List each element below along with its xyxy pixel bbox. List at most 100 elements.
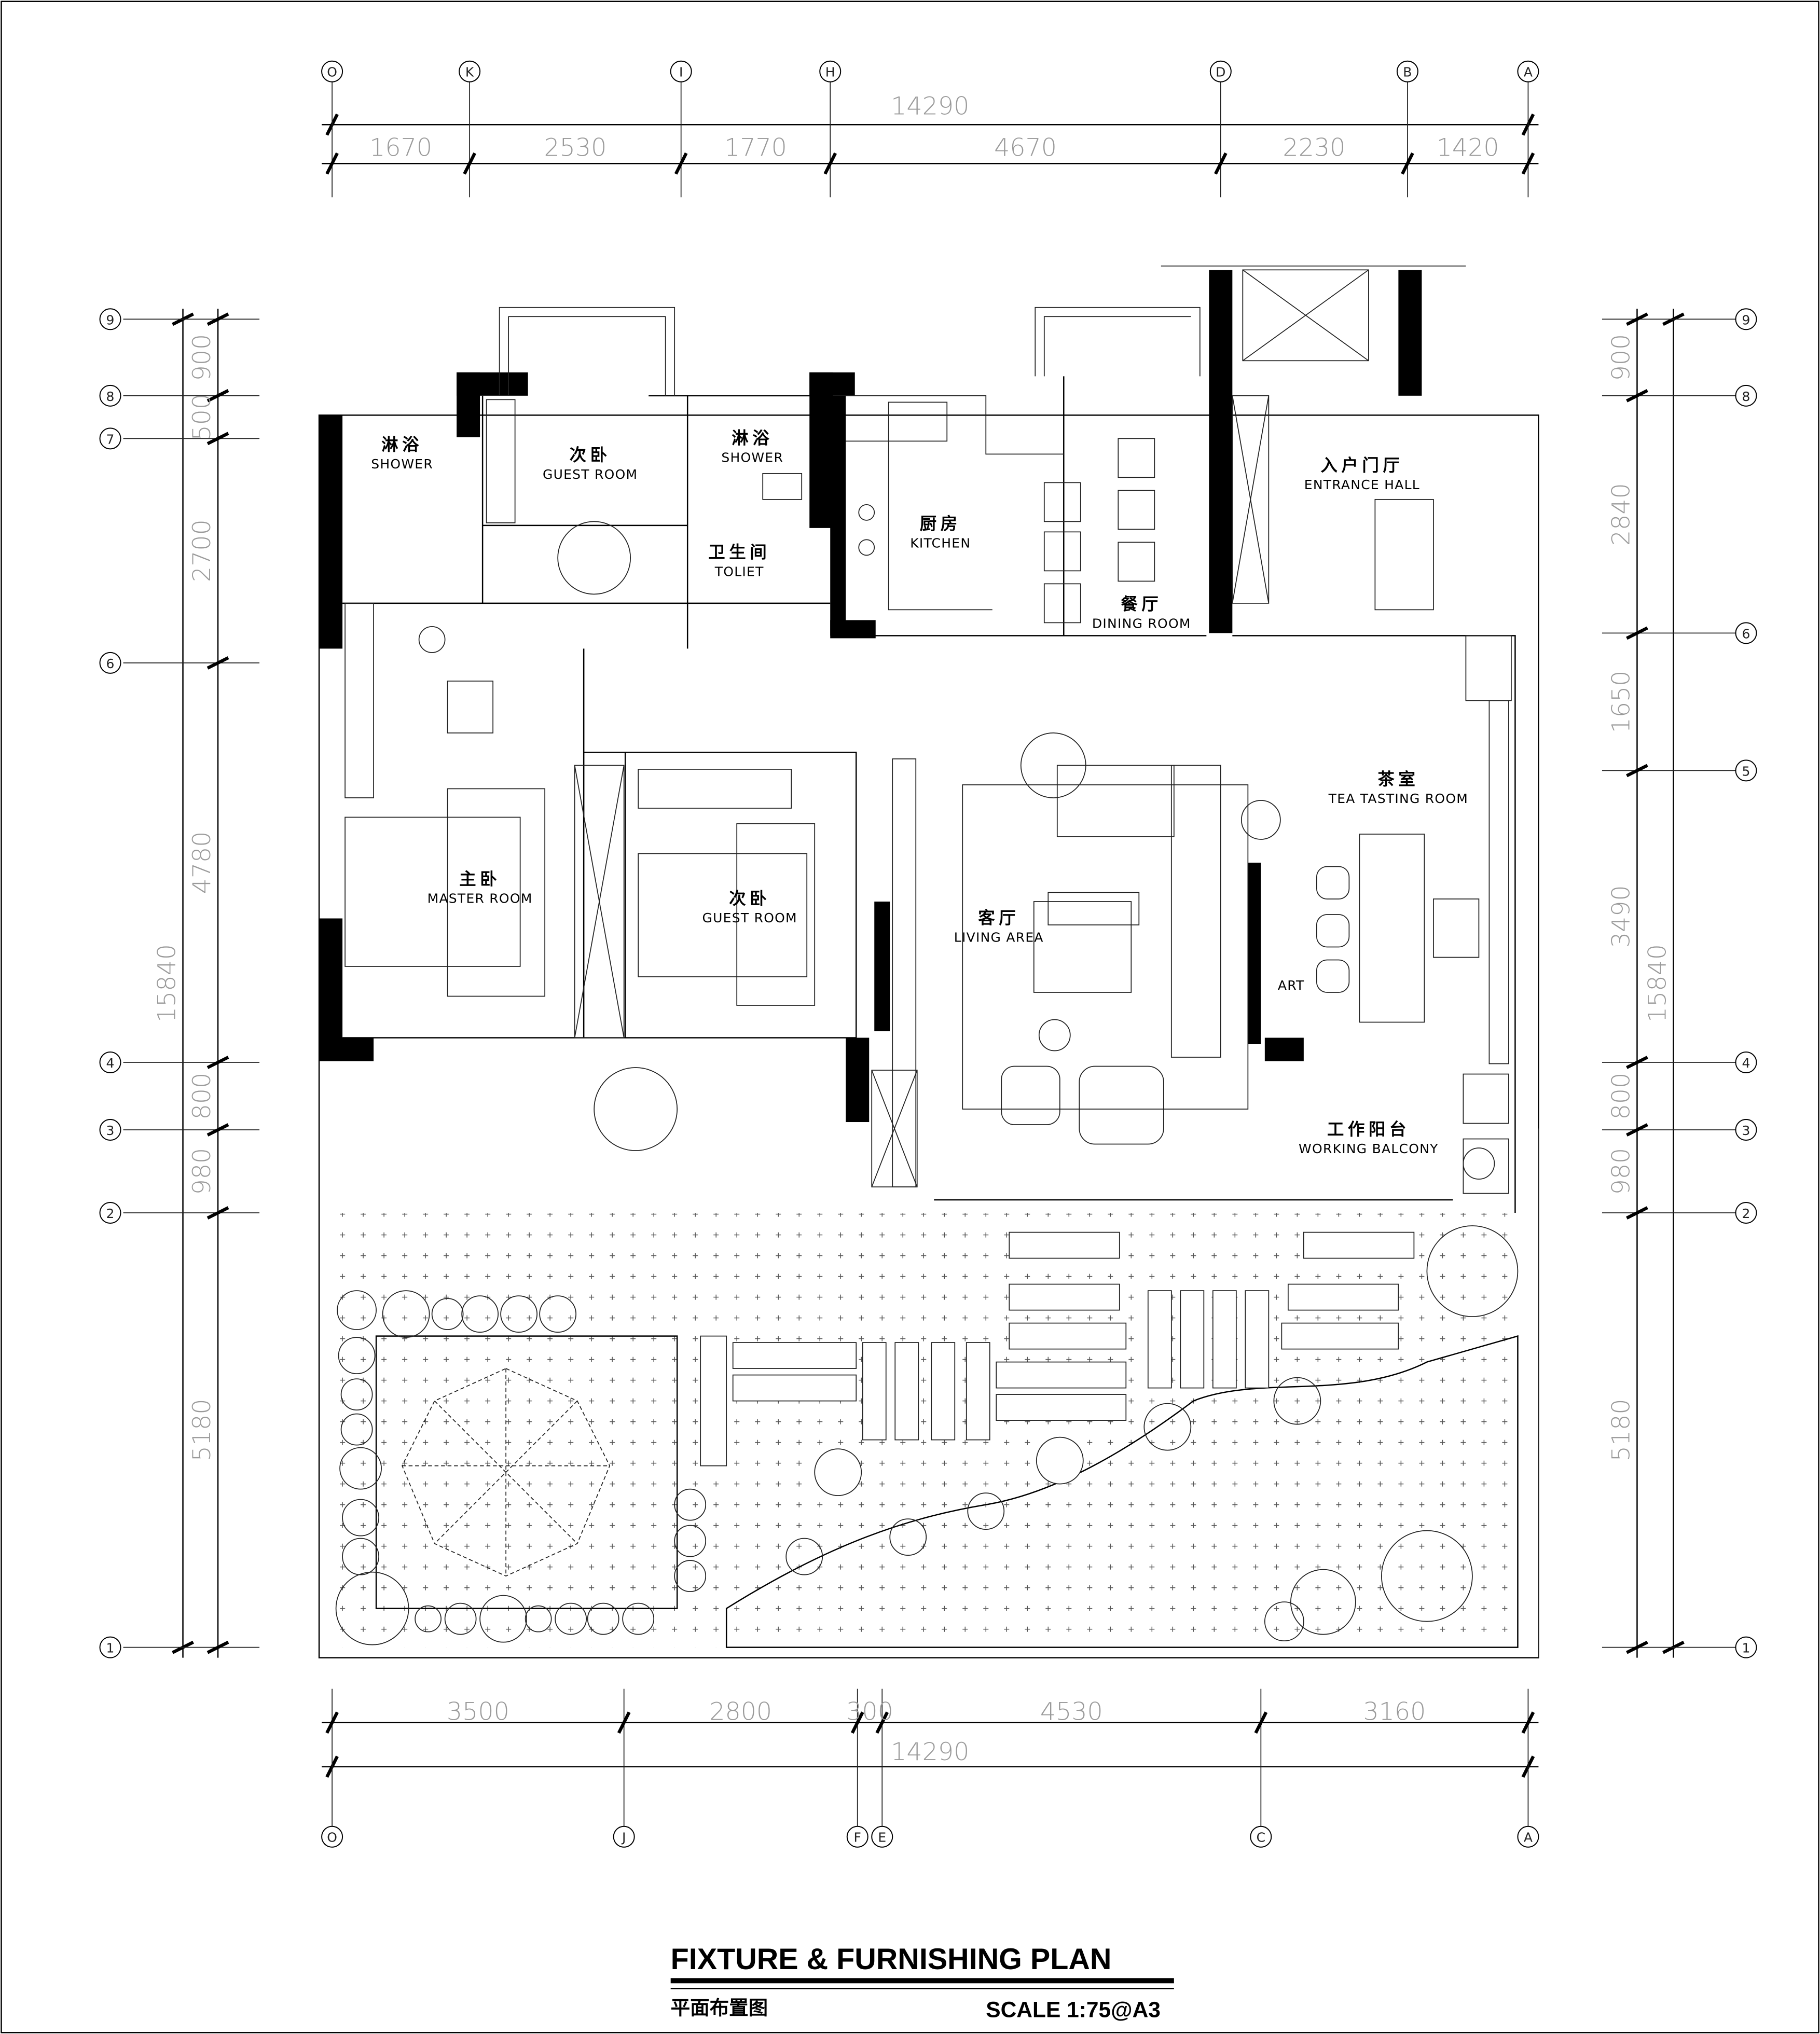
left-axis-bubble <box>99 1119 121 1141</box>
dimension-tick <box>206 432 229 446</box>
right-axis-bubble <box>1735 759 1757 782</box>
room-name-en: GUEST ROOM <box>543 467 638 482</box>
left-axis-bubble <box>99 1636 121 1658</box>
top-axis-label: O <box>327 65 337 80</box>
left-axis-bubble <box>99 1202 121 1224</box>
right-segment-label: 980 <box>1607 1148 1635 1195</box>
bottom-axis-bubble <box>1250 1825 1272 1848</box>
room-name-zh: 次卧 <box>729 889 770 908</box>
dimension-tick <box>850 1711 864 1734</box>
bottom-axis-bubble <box>846 1825 868 1848</box>
dimension-tick <box>1626 1056 1648 1069</box>
left-total-label: 15840 <box>153 944 182 1022</box>
left-axis-label: 6 <box>106 656 115 671</box>
dimension-tick <box>206 1206 229 1220</box>
left-segment-label: 2700 <box>188 519 216 582</box>
top-total-label: 14290 <box>891 92 969 120</box>
dimension-tick <box>325 152 339 175</box>
dimension-tick <box>1626 1123 1648 1137</box>
dimension-tick <box>823 152 837 175</box>
top-axis-label: A <box>1524 65 1533 80</box>
left-segment-label: 900 <box>188 334 216 381</box>
room-name-en: GUEST ROOM <box>702 910 797 925</box>
room-name-en: MASTER ROOM <box>428 891 533 906</box>
dimension-tick <box>617 1711 631 1734</box>
left-axis-label: 9 <box>106 312 115 327</box>
room-name-zh: 餐厅 <box>1121 594 1162 614</box>
left-segment-label: 980 <box>188 1148 216 1195</box>
bottom-axis-label: O <box>327 1830 337 1845</box>
top-axis-label: D <box>1216 65 1225 80</box>
top-segment-label: 2530 <box>544 133 606 162</box>
right-axis-label: 6 <box>1742 626 1750 641</box>
right-segment-label: 3490 <box>1607 885 1635 948</box>
dimension-tick <box>1214 152 1228 175</box>
right-axis-label: 2 <box>1742 1206 1750 1221</box>
bottom-axis-label: F <box>854 1830 861 1845</box>
garden-lawn-frame <box>375 1335 678 1609</box>
drawing-subtitle: 平面布置图 <box>671 1996 768 2019</box>
top-segment-label: 2230 <box>1283 133 1345 162</box>
right-axis-label: 4 <box>1742 1056 1750 1071</box>
top-axis-bubble <box>1209 60 1232 82</box>
top-axis-bubble <box>459 60 481 82</box>
bottom-segment-label: 300 <box>846 1698 893 1726</box>
dimension-tick <box>206 1056 229 1069</box>
left-segment-label: 500 <box>188 394 216 441</box>
top-axis-label: B <box>1403 65 1412 80</box>
top-segment-label: 1770 <box>724 133 787 162</box>
dimension-tick <box>206 1123 229 1137</box>
room-name-en: TOLIET <box>714 564 764 579</box>
left-axis-label: 4 <box>106 1056 115 1071</box>
room-name-en: ENTRANCE HALL <box>1304 477 1420 492</box>
top-axis-label: H <box>825 65 835 80</box>
right-axis-bubble <box>1735 622 1757 644</box>
art-label: ART <box>1278 978 1305 993</box>
left-axis-bubble <box>99 1051 121 1074</box>
right-axis-bubble <box>1735 1636 1757 1658</box>
room-name-en: LIVING AREA <box>954 930 1044 945</box>
left-segment-label: 4780 <box>188 832 216 894</box>
room-name-zh: 主卧 <box>459 869 501 889</box>
left-segment-label: 5180 <box>188 1399 216 1461</box>
left-axis-label: 3 <box>106 1123 115 1138</box>
right-segment-label: 1650 <box>1607 670 1635 733</box>
room-name-en: WORKING BALCONY <box>1299 1141 1439 1156</box>
right-axis-label: 8 <box>1742 389 1750 404</box>
left-axis-bubble <box>99 384 121 407</box>
top-axis-bubble <box>1517 60 1539 82</box>
dimension-tick <box>206 389 229 403</box>
bottom-axis-label: E <box>878 1830 886 1845</box>
room-name-zh: 茶室 <box>1377 769 1419 789</box>
dimension-tick <box>1254 1711 1268 1734</box>
right-axis-label: 3 <box>1742 1123 1750 1138</box>
left-axis-bubble <box>99 427 121 450</box>
room-name-zh: 次卧 <box>570 445 611 465</box>
left-axis-label: 2 <box>106 1206 115 1221</box>
drawing-scale: SCALE 1:75@A3 <box>986 1998 1161 2022</box>
bottom-axis-bubble <box>1517 1825 1539 1848</box>
room-name-en: SHOWER <box>371 456 433 472</box>
bottom-segment-label: 3500 <box>447 1698 509 1726</box>
room-name-zh: 入户门厅 <box>1320 455 1403 475</box>
title-underline <box>670 1978 1174 1984</box>
left-axis-label: 7 <box>106 432 115 447</box>
dimension-tick <box>875 1711 889 1734</box>
dimension-tick <box>674 152 688 175</box>
dimension-tick <box>463 152 476 175</box>
top-axis-label: K <box>465 65 474 80</box>
bottom-segment-label: 4530 <box>1040 1698 1103 1726</box>
bottom-axis-bubble <box>613 1825 635 1848</box>
top-segment-label: 1420 <box>1437 133 1499 162</box>
right-axis-bubble <box>1735 1202 1757 1224</box>
right-segment-label: 900 <box>1607 334 1635 381</box>
garden-paving <box>340 1213 1518 1648</box>
bottom-segment-label: 3160 <box>1363 1698 1426 1726</box>
dimension-tick <box>1626 764 1648 778</box>
bottom-axis-label: A <box>1524 1830 1533 1845</box>
right-total-label: 15840 <box>1643 944 1672 1022</box>
dimension-tick <box>1521 1711 1535 1734</box>
